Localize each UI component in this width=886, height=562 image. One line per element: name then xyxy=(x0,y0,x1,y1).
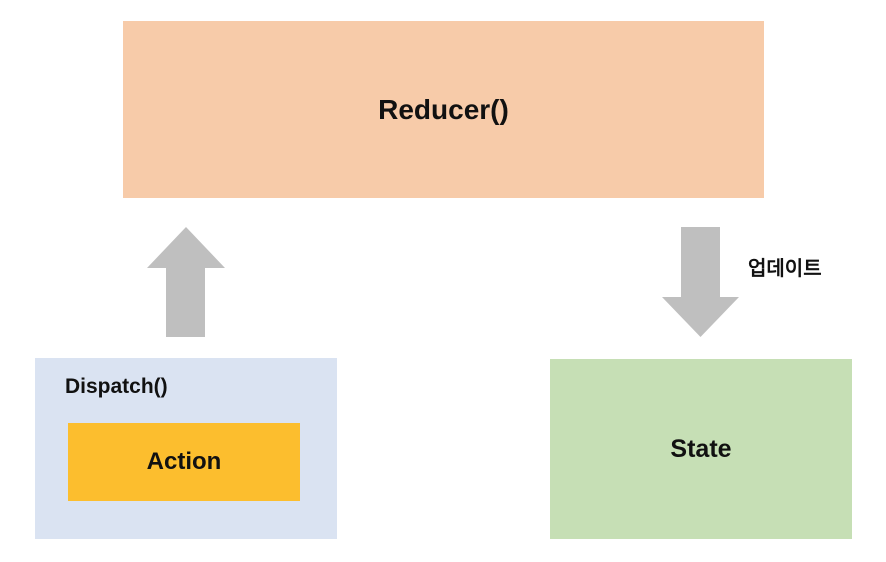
up-arrow-icon xyxy=(147,227,225,337)
reducer-label: Reducer() xyxy=(378,93,509,125)
down-arrow xyxy=(662,227,739,337)
action-box: Action xyxy=(68,423,300,501)
reducer-box: Reducer() xyxy=(123,21,764,198)
down-arrow-icon xyxy=(662,227,739,337)
up-arrow xyxy=(147,227,225,337)
dispatch-label: Dispatch() xyxy=(65,375,168,398)
update-arrow-label: 업데이트 xyxy=(748,258,822,280)
state-label: State xyxy=(670,434,732,463)
state-box: State xyxy=(550,359,852,539)
action-label: Action xyxy=(146,448,222,475)
dispatch-box: Dispatch() Action xyxy=(35,358,337,539)
